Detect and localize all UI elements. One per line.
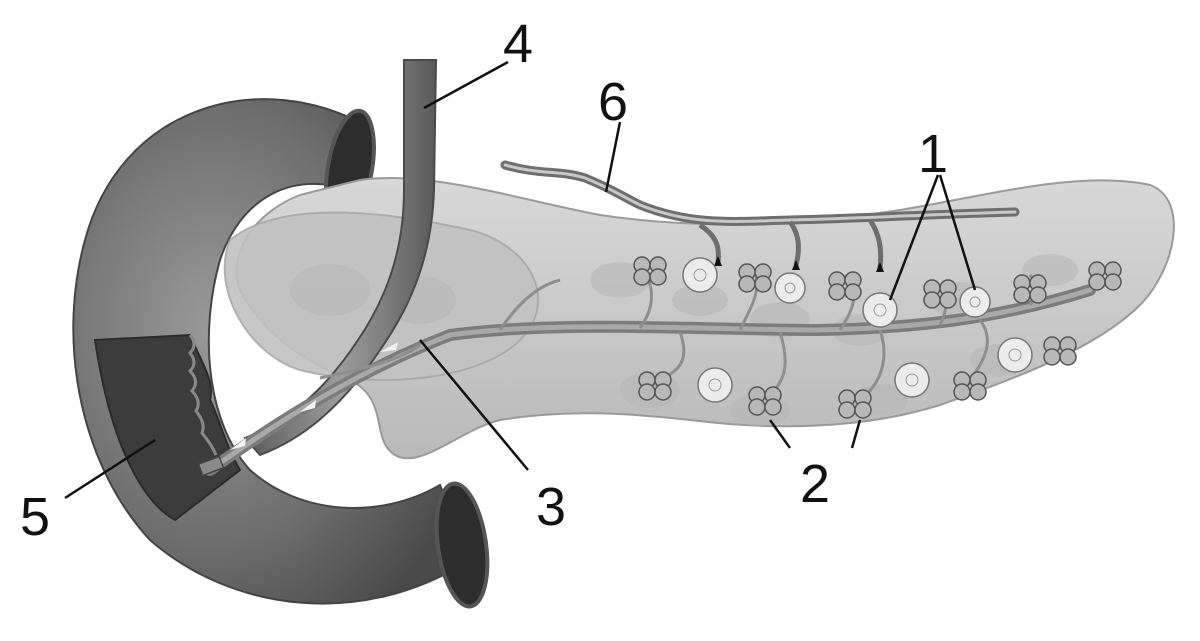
leader-lines bbox=[64, 60, 977, 500]
pancreatic-islets bbox=[682, 257, 1033, 403]
label-2: 2 bbox=[800, 454, 830, 514]
acini-clusters bbox=[633, 256, 1122, 419]
label-3: 3 bbox=[536, 477, 566, 537]
duodenum-lower-opening bbox=[434, 481, 490, 609]
label-4: 4 bbox=[503, 14, 533, 74]
label-5: 5 bbox=[20, 487, 50, 547]
pancreatic-duct bbox=[197, 261, 1096, 477]
label-6: 6 bbox=[598, 72, 628, 132]
label-1: 1 bbox=[918, 124, 948, 184]
blood-vessel bbox=[500, 160, 1020, 272]
common-bile-duct bbox=[243, 59, 438, 457]
